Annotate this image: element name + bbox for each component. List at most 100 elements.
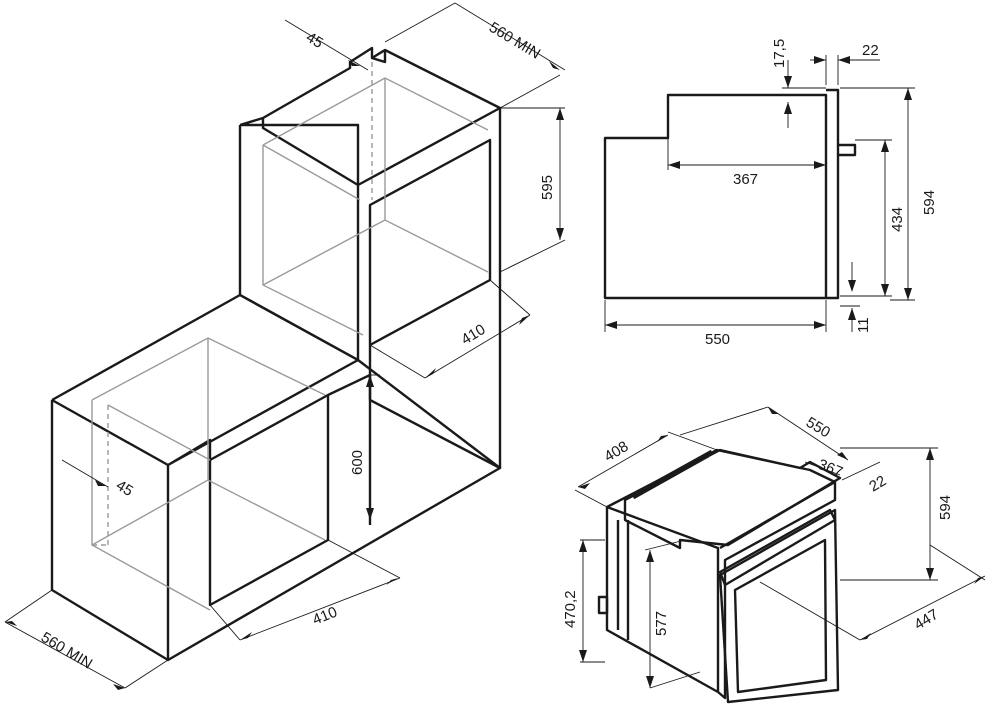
dim-line [841,461,881,481]
dim-iso-body-height: 577 [653,611,670,636]
dim-line [577,434,669,488]
dim-line [209,604,241,641]
arrowhead [646,676,654,688]
arrowhead [881,284,889,296]
dim-line [4,621,126,689]
arrowhead [578,483,590,489]
dim-line [499,74,561,109]
arrowhead [904,88,912,100]
arrowhead [838,56,850,64]
dim-line [667,431,718,451]
dim-lower-depth: 560 MIN [38,629,95,673]
iso-door-outline [718,508,840,704]
dim-side-total-height: 594 [921,190,938,215]
arrowhead [926,568,934,580]
arrowhead [556,228,564,240]
arrowhead [974,576,985,584]
dim-line [327,539,401,579]
dim-lower-gap: 45 [113,477,136,500]
arrowhead [5,621,17,626]
arrowhead [814,161,826,169]
dim-side-bottom-offset: 11 [855,317,872,333]
oven-isometric-view: 408 550 367 22 594 447 470,2 [562,406,986,704]
arrowhead [657,435,668,442]
arrowhead [904,288,912,300]
dim-iso-total-height: 594 [937,495,954,520]
arrowhead [519,315,530,325]
dim-line [499,239,566,273]
dim-iso-front-width: 447 [911,606,941,633]
lower-cabinet-hidden-dashes [92,405,109,546]
dim-line [454,2,566,71]
dim-iso-width: 408 [601,438,631,465]
arrowhead [425,368,436,378]
arrowhead [848,280,856,292]
dim-line [489,279,531,316]
arrowhead [814,56,826,64]
dim-line [61,459,109,488]
dim-line [679,406,769,436]
arrowhead [814,321,826,329]
arrowhead [926,448,934,460]
arrowhead [366,375,374,387]
arrowhead [860,633,871,640]
upper-cabinet-top-back [371,50,387,64]
dim-line [649,671,701,689]
dim-line [929,544,986,581]
dim-line [767,406,849,461]
iso-vent-slots [631,449,714,500]
upper-cabinet-hidden-lines [262,77,489,336]
side-view-knob [838,143,857,157]
arrowhead [881,140,889,152]
dim-iso-left-height: 470,2 [562,590,579,628]
arrowhead [366,508,374,520]
arrowhead [848,308,856,320]
dim-side-top-offset: 17,5 [771,39,788,68]
arrowhead [668,161,680,169]
side-view-body-outline [603,93,828,300]
dim-side-body-height: 434 [889,207,906,232]
dim-line [424,314,531,379]
upper-cabinet-hidden-dashes [371,62,373,200]
dim-line [759,581,861,641]
arrowhead [95,480,106,486]
dim-upper-width: 410 [458,321,488,348]
dim-line [4,589,53,623]
arrowhead [768,407,778,414]
arrowhead [113,684,125,690]
dim-line [384,2,456,43]
dim-line [644,539,686,551]
arrowhead [549,61,560,70]
dim-line [804,461,841,476]
oven-side-view: 22 17,5 367 550 434 594 [603,39,938,348]
dim-line [239,577,401,641]
lower-cabinet-outline [50,293,502,662]
arrowhead [556,108,564,120]
arrowhead [579,650,587,662]
dim-line [124,659,169,689]
dim-line [574,489,608,508]
arrowhead [784,76,792,88]
niche-cabinet-drawing: 560 MIN 45 595 410 600 45 [4,2,566,690]
arrowhead [646,550,654,562]
iso-door-handle [718,508,837,587]
dim-upper-depth: 560 MIN [486,19,543,63]
dim-line [369,344,426,379]
arrowhead [240,632,252,640]
dim-upper-height: 595 [539,175,556,200]
arrowhead [348,60,360,66]
dim-iso-depth: 550 [803,414,833,441]
dim-side-front-thickness: 22 [862,42,879,59]
iso-top-panel [623,448,842,550]
arrowhead [386,578,398,585]
lower-cabinet-hidden-lines [91,337,326,611]
iso-side-details [616,520,630,640]
arrowhead [579,540,587,552]
dim-side-inner-depth: 367 [733,171,758,188]
arrowhead [837,452,848,460]
side-view-front-panel [826,88,840,300]
dim-iso-front-thickness: 22 [866,472,889,495]
dim-upper-gap: 45 [303,29,326,52]
arrowhead [784,102,792,114]
